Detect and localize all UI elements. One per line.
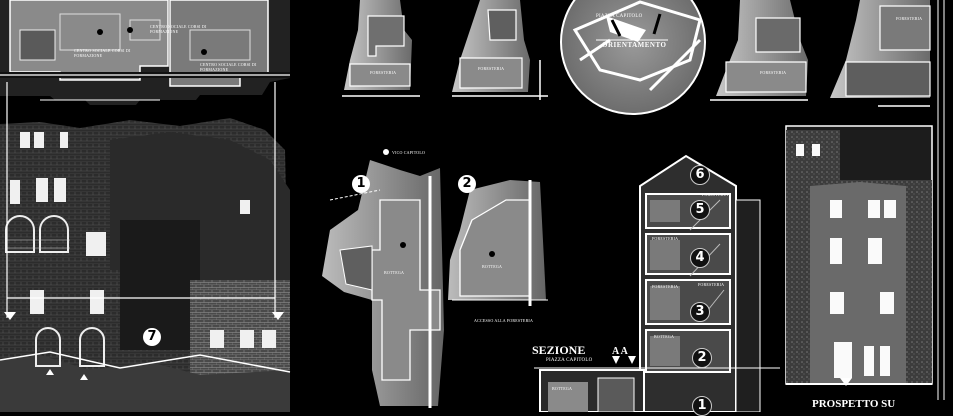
floor-badge-2: 2 [692,348,712,368]
plan-label-1: CENTRO SOCIALE CORSI DI FORMAZIONE [74,48,131,58]
prospetto-caption: PROSPETTO SU [812,398,896,410]
mid-plan-1 [322,149,444,408]
floor-badge-4: 4 [690,248,710,268]
small-plan-group [342,0,931,107]
section-aa-marker: A A [612,346,628,357]
mid-plan-2 [448,180,548,306]
bottega-label-1: BOTTEGA [384,270,405,275]
small-plan-label-d: FORESTERIA [896,16,923,21]
bottega-label-2: BOTTEGA [482,264,503,269]
section-title: SEZIONE [532,343,586,357]
plan-label-3: CENTRO SOCIALE CORSI DI FORMAZIONE [200,62,257,72]
room-label-1: FORESTERIA [652,236,679,241]
vico-label: VICO CAPITOLO [392,150,426,155]
circular-detail [560,0,706,115]
building-section [534,154,780,412]
floor-badge-6: 6 [690,165,710,185]
right-elevation [785,0,945,400]
plan-badge-2: 2 [458,175,476,193]
small-plan-label-a: FORESTERIA [370,70,397,75]
floor-badge-5: 5 [690,200,710,220]
circle-orientamento-label: ORIENTAMENTO [602,41,667,49]
top-left-floor-plan [0,0,290,105]
floor-badge-3: 3 [690,302,710,322]
bottega-low-label: BOTTEGA [552,386,573,391]
room-label-3: FORESTERIA [698,282,725,287]
room-label-4: BOTTEGA [654,334,675,339]
accesso-label: ACCESSO ALLA FORESTERIA [474,318,534,323]
circle-piazza-label: PIAZZA CAPITOLO [596,14,643,19]
room-label-0: FORESTERIA [702,192,729,197]
small-plan-label-b: FORESTERIA [478,66,505,71]
plan-label-2: CENTRO SOCIALE CORSI DI FORMAZIONE [150,24,207,34]
floor-badge-1: 1 [692,396,712,416]
elevation-badge-7: 7 [143,328,161,346]
left-elevation [0,82,291,412]
room-label-2: FORESTERIA [652,284,679,289]
small-plan-label-c: FORESTERIA [760,70,787,75]
section-subtitle: PIAZZA CAPITOLO [546,358,593,363]
plan-badge-1: 1 [352,175,370,193]
